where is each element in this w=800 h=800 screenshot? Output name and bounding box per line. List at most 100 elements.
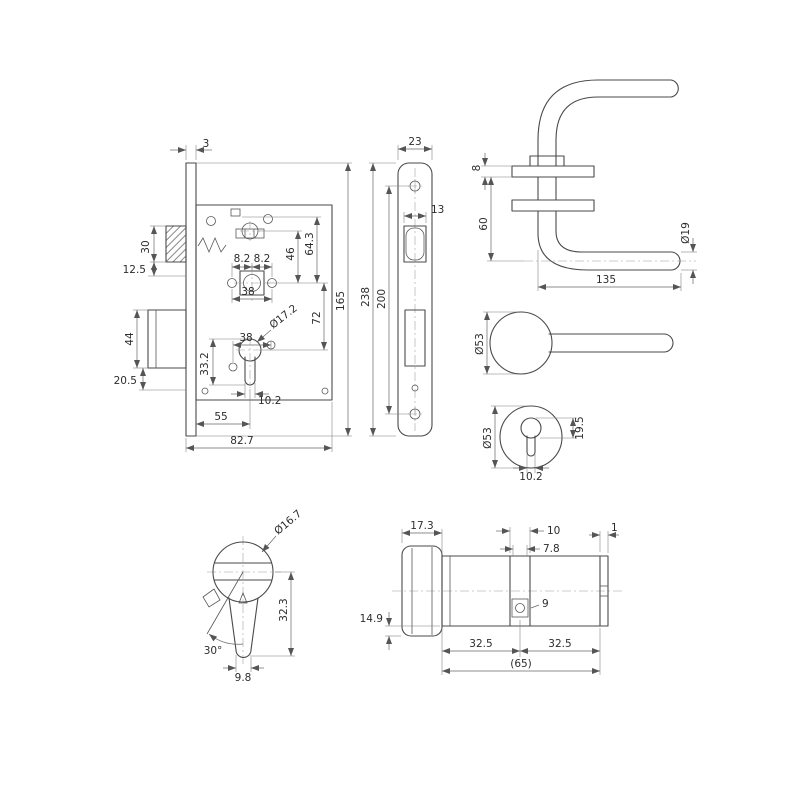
dim-label: Ø16.7	[272, 508, 304, 538]
dim-rose-thickness: 8	[471, 153, 512, 190]
screw-post	[321, 387, 329, 395]
dim-label: 10.2	[258, 395, 281, 407]
faceplate-edge	[185, 162, 197, 437]
faceplate	[397, 162, 433, 437]
deadbolt-cutout	[404, 309, 426, 367]
dim-72: 72	[262, 283, 328, 351]
dim-label: 55	[214, 411, 227, 423]
dim-label: 30	[140, 240, 152, 253]
cylinder-side-view: 17.3 10 7.8 1 14.9 9	[360, 520, 622, 675]
dim-screw: 9	[530, 598, 549, 610]
dim-cam-width: 10	[496, 525, 560, 553]
dim-label: 238	[360, 287, 372, 307]
dim-label: 9	[542, 598, 549, 610]
handle-tube-outer	[537, 79, 672, 141]
handle-collar	[529, 155, 565, 167]
brand-mark	[238, 591, 248, 604]
dim-depth-82-7: 82.7	[185, 402, 333, 452]
keyway-bottom	[526, 451, 536, 457]
deadbolt	[147, 309, 187, 369]
dim-deadbolt-offset: 20.5	[114, 368, 186, 391]
dim-label: 9.8	[235, 672, 252, 684]
dim-label: 64.3	[304, 232, 316, 255]
dim-label: Ø17.2	[267, 302, 299, 331]
handle-front-view: Ø53	[474, 311, 674, 375]
dim-faceplate-length: 238	[360, 162, 396, 437]
dim-label: 200	[376, 289, 388, 309]
dim-latch-width: 13	[403, 204, 444, 223]
dim-faceplate-width: 23	[397, 136, 433, 160]
dim-label: 82.7	[230, 435, 253, 447]
dim-knob-extension: 14.9	[360, 612, 440, 650]
dim-label: 38	[241, 286, 254, 298]
latch-bolt	[165, 225, 187, 263]
faceplate-view: 23 13 238 200	[360, 136, 444, 437]
dim-latch-offset: 12.5	[123, 262, 186, 277]
dim-label: 17.3	[410, 520, 433, 532]
dim-label: (65)	[510, 658, 532, 670]
lock-case	[195, 204, 333, 401]
cylinder-body	[441, 555, 609, 627]
cylinder-keyway	[244, 356, 256, 386]
latch-spring	[197, 236, 227, 254]
dim-label: 23	[408, 136, 421, 148]
grip-end-cap	[670, 79, 679, 98]
dim-46: 46	[259, 230, 328, 284]
rose-plate	[511, 165, 595, 178]
dim-label: 60	[478, 217, 490, 230]
dim-label: 8.2	[254, 253, 271, 265]
handle-fixing-hole	[227, 278, 237, 288]
dim-profile-width: 9.8	[223, 655, 264, 684]
dim-deadbolt-height: 44	[124, 309, 148, 369]
dim-cyl-holes-38: 38	[232, 332, 272, 362]
dim-profile-height: 32.3	[252, 571, 295, 657]
dim-label: Ø19	[680, 222, 692, 244]
dim-screw-distance: 200	[376, 185, 409, 415]
dim-rose-diameter: Ø53	[474, 311, 517, 375]
dim-label: 33.2	[199, 352, 211, 375]
dim-grip-length: 135	[537, 250, 682, 291]
fixing-screw-hole	[515, 603, 525, 613]
dim-half-lengths: 32.5 32.5	[441, 620, 601, 675]
dim-label: 10	[547, 525, 560, 537]
dim-label: 32.3	[278, 598, 290, 621]
dim-label: Ø53	[482, 427, 494, 449]
dim-rotation-angle: 30°	[204, 633, 244, 657]
dim-label: 19.5	[574, 416, 586, 439]
dim-label: 1	[611, 522, 618, 534]
dim-label: 30°	[204, 645, 223, 657]
dim-escutcheon-diameter: Ø53	[482, 405, 527, 469]
dim-165: 165	[196, 162, 352, 437]
dim-label: 44	[124, 332, 136, 346]
lever-end-cap	[663, 333, 674, 353]
dim-keyway-width: 10.2	[231, 383, 281, 407]
dim-label: 72	[311, 311, 323, 324]
cylinder-profile-body	[228, 597, 259, 658]
dim-faceplate-thickness: 3	[170, 138, 212, 160]
cylinder-profile-hole	[520, 417, 542, 439]
escutcheon-rose	[499, 405, 563, 469]
dim-label: 38	[239, 332, 252, 344]
dim-follower-hole-spacing: 8.2 8.2	[231, 253, 273, 277]
dim-cyl-diameter: Ø17.2	[256, 302, 300, 343]
dim-cam-inner: 7.8	[500, 543, 560, 556]
dim-tip: 1	[589, 522, 619, 553]
dim-label: 8	[471, 165, 483, 172]
handle-plan-view: 8 60 Ø19 135	[471, 79, 697, 291]
rotation-line	[206, 571, 244, 635]
dim-knob-diameter: Ø16.7	[261, 508, 304, 553]
dim-label: 12.5	[123, 264, 146, 276]
dim-label: 32.5	[469, 638, 492, 650]
dim-knob-length: 17.3	[401, 520, 443, 553]
dim-cyl-height: 33.2	[199, 338, 247, 386]
mortise-lock-front-view: 3 30 12.5 44 20.5 8.2 8.2	[114, 138, 352, 452]
dim-label: 7.8	[543, 543, 560, 555]
dim-label: 20.5	[114, 375, 137, 387]
cyl-fixing-hole	[228, 362, 238, 372]
dim-label: 3	[203, 138, 210, 150]
dim-64-3: 64.3	[242, 216, 321, 283]
cylinder-front-view: 30° Ø16.7 32.3 9.8	[202, 508, 304, 684]
dim-label: 46	[285, 247, 297, 261]
